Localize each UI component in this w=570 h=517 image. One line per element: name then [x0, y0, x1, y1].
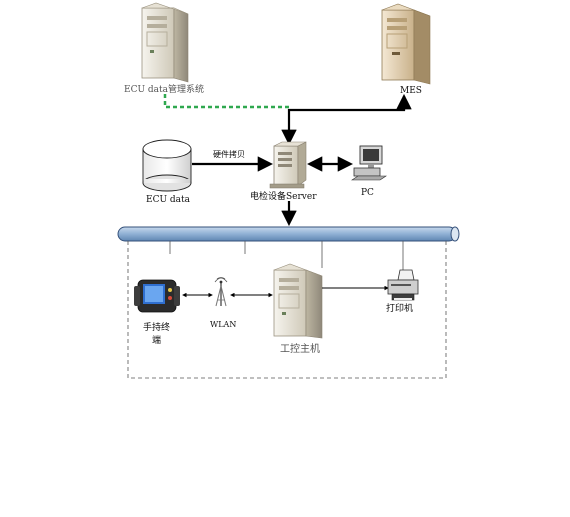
- bus-drop-lines: [169, 241, 404, 272]
- antenna-icon: [214, 277, 228, 307]
- desktop-pc-icon: [351, 145, 387, 181]
- ecu-mgmt-label: ECU data管理系统: [124, 83, 204, 95]
- handheld-label-line1: 手持终: [143, 321, 170, 333]
- handheld-label-line2: 端: [152, 334, 161, 346]
- ecu-database-icon: [142, 139, 192, 192]
- ipc-server-tower-icon: [273, 263, 323, 339]
- mes-label: MES: [400, 86, 422, 96]
- printer-icon: [387, 269, 419, 301]
- test-server-label: 电检设备Server: [250, 190, 317, 202]
- ecu-mgmt-dashed-link: [163, 94, 289, 109]
- network-bus: [117, 226, 460, 242]
- pc-label: PC: [361, 188, 374, 198]
- mes-server-link: [281, 96, 406, 146]
- test-server-icon: [269, 141, 307, 189]
- ipc-label: 工控主机: [280, 342, 320, 355]
- ecu-mgmt-server-icon: [141, 2, 189, 83]
- plant-network-boundary: [127, 241, 447, 379]
- wlan-label: WLAN: [210, 320, 236, 329]
- printer-label: 打印机: [386, 302, 413, 314]
- firmware-copy-label: 硬件拷贝: [213, 149, 245, 159]
- ecu-database-label: ECU data: [146, 195, 191, 205]
- mes-server-icon: [381, 3, 431, 85]
- handheld-terminal-icon: [134, 279, 180, 313]
